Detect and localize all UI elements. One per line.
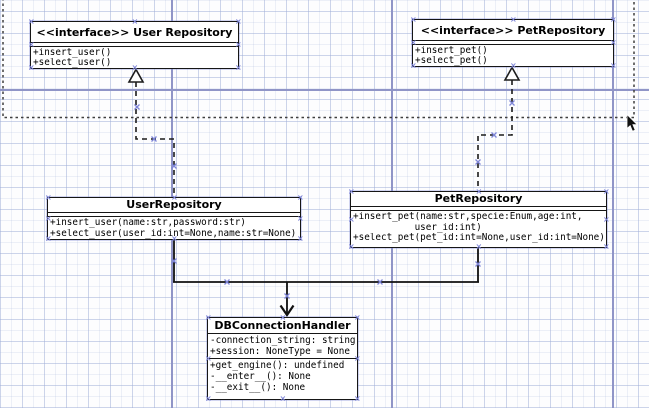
class-title: <<interface>> PetRepository	[413, 20, 613, 41]
realization-user-connector[interactable]	[135, 82, 175, 196]
attributes-compartment: -connection_string: string +session: Non…	[208, 334, 357, 359]
class-box-user-repository[interactable]: UserRepository +insert_user(name:str,pas…	[45, 194, 304, 243]
realization-user-triangle-icon	[127, 67, 145, 83]
method-line: -__exit__(): None	[210, 382, 306, 393]
method-line: +select_pet(pet_id:int=None,user_id:int=…	[353, 233, 605, 244]
method-line: -__enter__(): None	[210, 371, 311, 382]
attributes-compartment	[48, 213, 300, 217]
class-box-user-repository-interface[interactable]: <<interface>> User Repository +insert_us…	[28, 18, 242, 72]
class-title: UserRepository	[48, 198, 300, 213]
class-title: DBConnectionHandler	[208, 318, 357, 334]
method-line: +insert_user(name:str,password:str)	[50, 218, 246, 228]
methods-compartment: +get_engine(): undefined -__enter__(): N…	[208, 359, 357, 393]
mouse-cursor-icon	[626, 113, 639, 133]
class-title: <<interface>> User Repository	[31, 22, 238, 43]
class-box-pet-repository-interface[interactable]: <<interface>> PetRepository +insert_pet(…	[410, 16, 617, 70]
realization-pet-triangle-icon	[503, 65, 521, 81]
method-line: +insert_user()	[33, 48, 112, 58]
class-box-pet-repository[interactable]: PetRepository +insert_pet(name:str,speci…	[348, 188, 610, 251]
realization-pet-connector[interactable]	[477, 80, 513, 190]
selection-marquee	[2, 0, 635, 119]
method-line: +select_user(user_id:int=None,name:str=N…	[50, 228, 297, 239]
connector-waypoint-handles[interactable]	[134, 100, 515, 299]
attribute-line: +session: NoneType = None	[210, 346, 350, 357]
method-line: +select_pet()	[415, 56, 488, 66]
grid-major-vline	[612, 0, 614, 408]
method-line: user_id:int)	[353, 222, 482, 233]
attributes-compartment	[413, 41, 613, 45]
class-title: PetRepository	[351, 192, 606, 207]
association-arrowhead-icon	[279, 304, 295, 317]
attributes-compartment	[351, 207, 606, 211]
class-box-db-connection-handler[interactable]: DBConnectionHandler -connection_string: …	[205, 314, 361, 403]
methods-compartment: +insert_pet() +select_pet()	[413, 45, 613, 66]
methods-compartment: +insert_user(name:str,password:str) +sel…	[48, 217, 300, 239]
methods-compartment: +insert_user() +select_user()	[31, 47, 238, 68]
method-line: +select_user()	[33, 58, 112, 68]
attribute-line: -connection_string: string	[210, 335, 356, 346]
grid-major-hline	[0, 89, 649, 91]
method-line: +insert_pet()	[415, 46, 488, 56]
methods-compartment: +insert_pet(name:str,specie:Enum,age:int…	[351, 211, 606, 244]
association-db-connector[interactable]	[173, 240, 479, 314]
attributes-compartment	[31, 43, 238, 47]
method-line: +get_engine(): undefined	[210, 360, 345, 371]
method-line: +insert_pet(name:str,specie:Enum,age:int…	[353, 212, 583, 222]
